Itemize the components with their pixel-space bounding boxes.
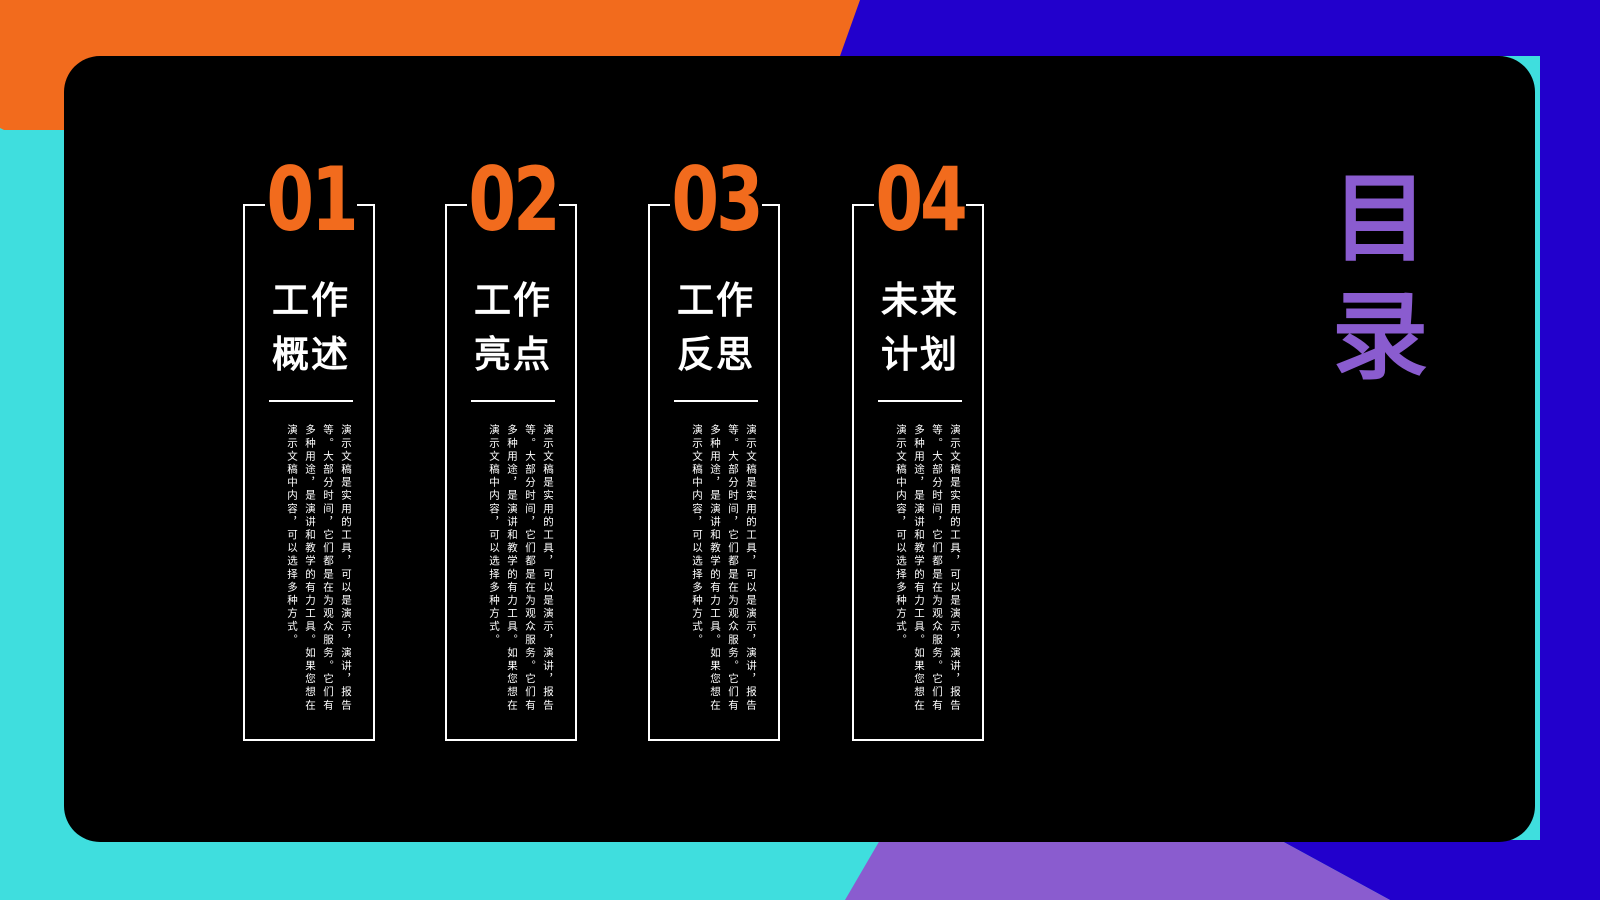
card-title: 未来计划 — [852, 274, 988, 382]
card-description: 演示文稿是实用的工具，可以是演示，演讲，报告等。大部分时间，它们都是在为观众服务… — [286, 424, 352, 713]
card-title: 工作概述 — [243, 274, 379, 382]
table-of-contents-heading: 目 录 — [1330, 160, 1430, 396]
card-number: 01 — [266, 148, 358, 251]
number-backdrop — [265, 192, 357, 210]
number-backdrop — [670, 192, 762, 210]
card-number: 03 — [671, 148, 763, 251]
card-title-line-2: 计划 — [881, 333, 959, 376]
content-panel — [64, 56, 1535, 842]
purple-shape — [845, 840, 1390, 900]
card-description: 演示文稿是实用的工具，可以是演示，演讲，报告等。大部分时间，它们都是在为观众服务… — [895, 424, 961, 713]
card-title-line-1: 工作 — [272, 279, 350, 322]
toc-card-2[interactable]: 02 工作亮点演示文稿是实用的工具，可以是演示，演讲，报告等。大部分时间，它们都是… — [445, 148, 581, 741]
card-title-line-1: 工作 — [474, 279, 552, 322]
heading-line-1: 目 — [1332, 163, 1428, 275]
card-description: 演示文稿是实用的工具，可以是演示，演讲，报告等。大部分时间，它们都是在为观众服务… — [488, 424, 554, 713]
card-title: 工作反思 — [648, 274, 784, 382]
card-title-line-2: 亮点 — [474, 333, 552, 376]
card-title: 工作亮点 — [445, 274, 581, 382]
number-backdrop — [874, 192, 966, 210]
toc-card-1[interactable]: 01 工作概述演示文稿是实用的工具，可以是演示，演讲，报告等。大部分时间，它们都是… — [243, 148, 379, 741]
card-number: 02 — [468, 148, 560, 251]
card-description: 演示文稿是实用的工具，可以是演示，演讲，报告等。大部分时间，它们都是在为观众服务… — [691, 424, 757, 713]
card-title-line-1: 未来 — [881, 279, 959, 322]
card-title-line-2: 概述 — [272, 333, 350, 376]
card-divider — [471, 400, 555, 402]
card-number: 04 — [875, 148, 967, 251]
number-backdrop — [467, 192, 559, 210]
toc-card-3[interactable]: 03 工作反思演示文稿是实用的工具，可以是演示，演讲，报告等。大部分时间，它们都是… — [648, 148, 784, 741]
card-divider — [878, 400, 962, 402]
cyan-corner — [0, 128, 64, 900]
card-title-line-2: 反思 — [677, 333, 755, 376]
toc-card-4[interactable]: 04 未来计划演示文稿是实用的工具，可以是演示，演讲，报告等。大部分时间，它们都是… — [852, 148, 988, 741]
heading-line-2: 录 — [1332, 281, 1428, 393]
card-title-line-1: 工作 — [677, 279, 755, 322]
card-divider — [269, 400, 353, 402]
card-divider — [674, 400, 758, 402]
